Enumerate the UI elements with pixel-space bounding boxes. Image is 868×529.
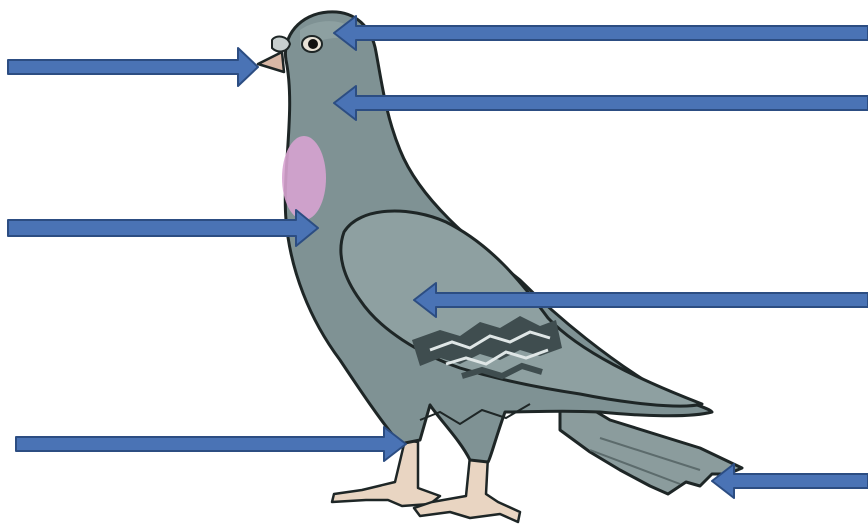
arrow-beak (8, 48, 258, 86)
arrow-leg (16, 427, 406, 461)
pigeon-leg-front (414, 456, 520, 522)
pigeon-beak (258, 52, 284, 72)
arrow-breast (8, 210, 318, 246)
arrow-neck (334, 86, 868, 120)
pigeon-cere (272, 37, 290, 52)
pigeon-throat-patch (282, 136, 326, 220)
arrow-eye (334, 16, 868, 50)
